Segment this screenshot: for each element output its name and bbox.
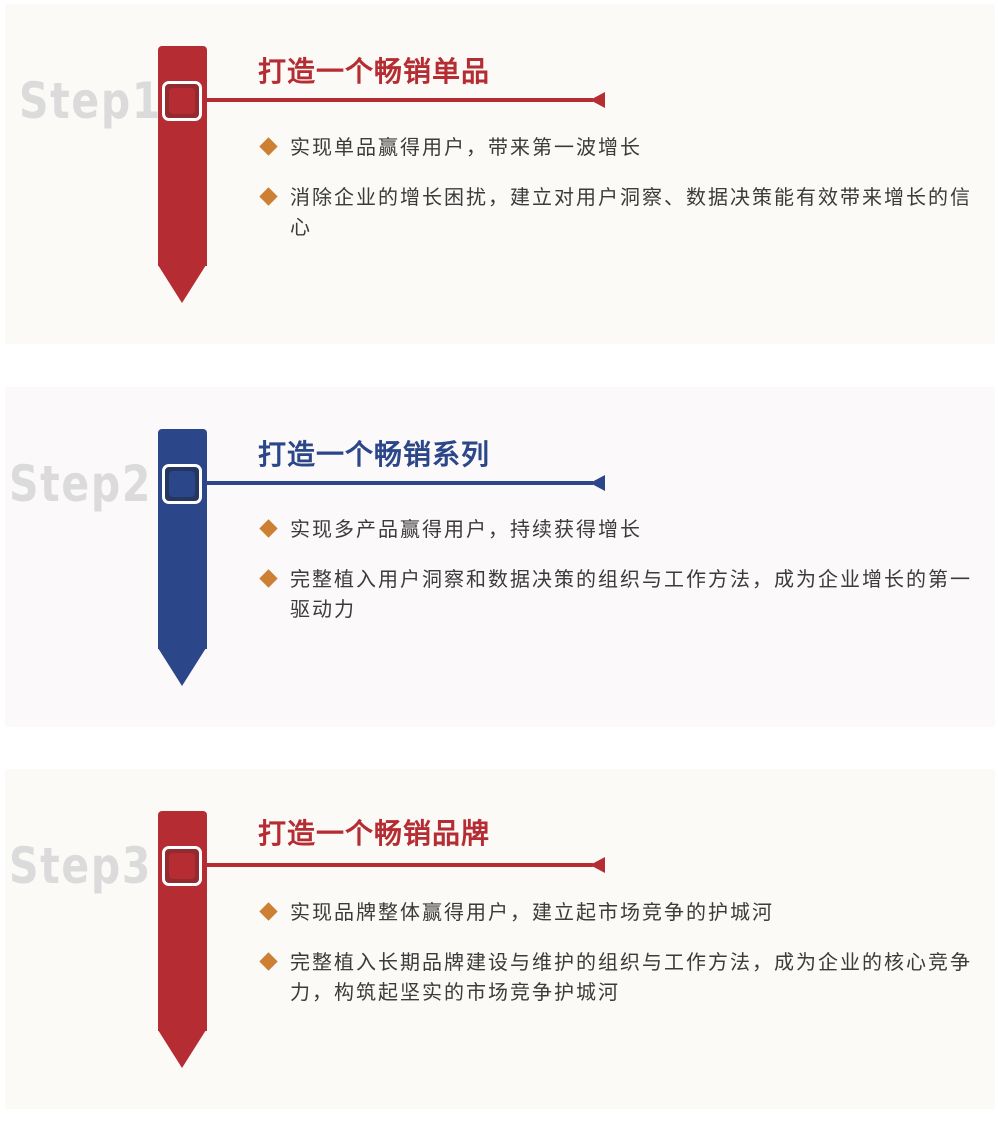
step-1-panel: Step1 打造一个畅销单品 实现单品赢得用户，带来第一波增长 消除企业的增长困… [5,4,995,344]
step-2-bullet-2: 完整植入用户洞察和数据决策的组织与工作方法，成为企业增长的第一驱动力 [258,564,978,624]
step-1-label: Step1 [19,72,163,130]
step-2-bullet-1: 实现多产品赢得用户，持续获得增长 [258,514,978,544]
step-2-marker-icon [162,464,202,504]
step-1-connector-line [203,98,593,102]
step-1-marker-icon [162,81,202,121]
step-1-title: 打造一个畅销单品 [258,55,491,88]
step-2-label: Step2 [9,455,153,513]
step-3-marker-icon [162,846,202,886]
step-3-label: Step3 [9,837,153,895]
step-3-panel: Step3 打造一个畅销品牌 实现品牌整体赢得用户，建立起市场竞争的护城河 完整… [5,769,995,1109]
step-1-arrow-icon [590,92,605,108]
step-3-bullet-1: 实现品牌整体赢得用户，建立起市场竞争的护城河 [258,897,978,927]
step-2-panel: Step2 打造一个畅销系列 实现多产品赢得用户，持续获得增长 完整植入用户洞察… [5,387,995,727]
step-3-title: 打造一个畅销品牌 [258,817,491,850]
step-3-arrow-icon [590,857,605,873]
step-3-connector-line [203,863,593,867]
step-2-arrow-icon [590,475,605,491]
step-1-bullet-1: 实现单品赢得用户，带来第一波增长 [258,132,978,162]
step-3-bullet-2: 完整植入长期品牌建设与维护的组织与工作方法，成为企业的核心竞争力，构筑起坚实的市… [258,947,978,1007]
step-1-bullet-2: 消除企业的增长困扰，建立对用户洞察、数据决策能有效带来增长的信心 [258,182,978,242]
step-2-title: 打造一个畅销系列 [258,438,491,471]
step-2-connector-line [203,481,593,485]
